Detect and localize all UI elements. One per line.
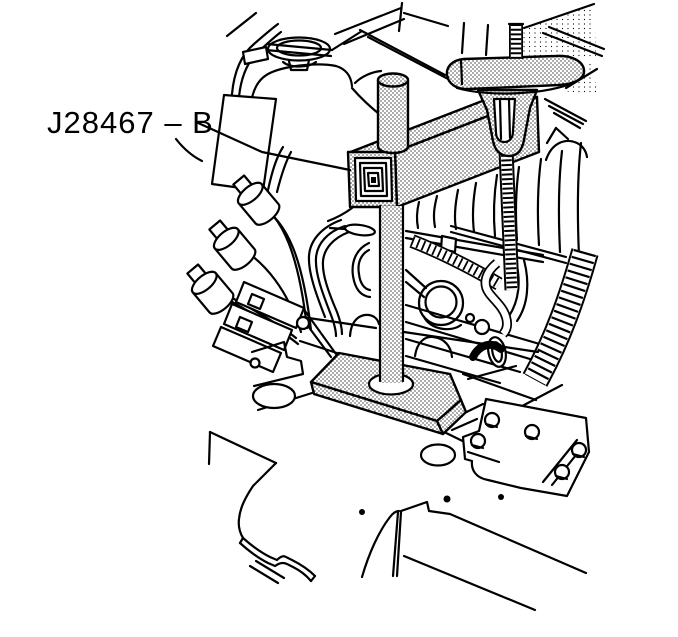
engine-support-fixture — [309, 24, 586, 436]
fuel-rail — [404, 229, 545, 257]
leader-line — [194, 120, 352, 172]
bolt — [523, 423, 541, 441]
bolt — [553, 463, 571, 481]
spark-plug-boot — [186, 263, 235, 315]
tool-callout-label: J28467 – B — [47, 105, 214, 140]
frame-hole — [251, 382, 297, 410]
bolt — [249, 357, 261, 369]
adjusting-knob — [445, 54, 586, 95]
bolt — [295, 315, 311, 331]
fixture-post-top — [376, 72, 410, 155]
spark-plug-boot — [232, 174, 281, 226]
ignition-harness — [186, 145, 338, 374]
fixture-support-post — [378, 204, 405, 383]
throttle-cables — [543, 97, 589, 162]
lower-panel — [359, 494, 588, 612]
rod-clevis — [476, 88, 539, 158]
frame-rail-left — [207, 430, 317, 585]
bolt — [469, 432, 487, 450]
callout: J28467 – B — [47, 105, 352, 172]
threaded-rod-upper — [507, 24, 525, 59]
engine-mount-bracket — [461, 397, 591, 498]
small-decal — [241, 45, 270, 66]
threaded-rod-lower — [506, 150, 512, 290]
bolt — [483, 411, 501, 429]
crossmember-rail — [300, 315, 378, 330]
intake-plenum-ribs — [415, 141, 583, 258]
step-bracket — [250, 340, 305, 388]
mount-hump — [413, 335, 454, 359]
frame-hole — [419, 443, 457, 467]
chassis — [207, 312, 591, 612]
wire-loom — [469, 340, 505, 361]
oil-filler-cap — [417, 279, 465, 331]
spark-plug-boot — [208, 219, 257, 271]
bolt — [570, 441, 588, 459]
